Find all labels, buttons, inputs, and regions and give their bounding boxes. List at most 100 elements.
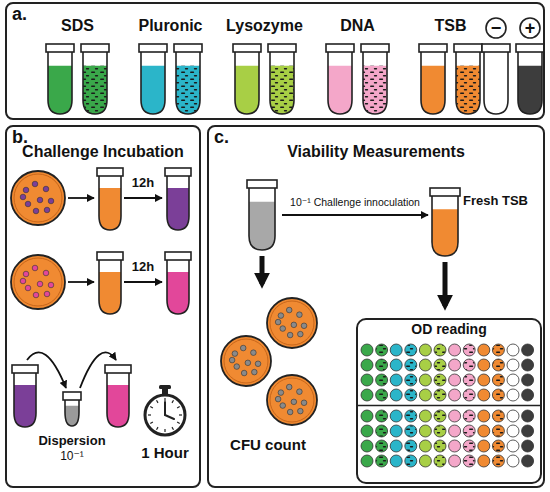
- tube-liquid: [421, 66, 445, 114]
- bacteria-pattern: [363, 66, 387, 114]
- tube-cap: [326, 44, 354, 52]
- stopwatch-tick: [164, 398, 165, 401]
- plate-rim: [270, 378, 314, 422]
- colony: [286, 384, 292, 390]
- colony: [291, 322, 297, 328]
- well: [405, 455, 417, 467]
- well: [405, 344, 417, 356]
- tube-cap: [12, 365, 38, 373]
- well: [390, 344, 402, 356]
- well: [478, 455, 490, 467]
- agar-plate: [267, 298, 317, 348]
- bacteria-pattern: [435, 375, 446, 386]
- well: [405, 359, 417, 371]
- control-sign: −: [491, 19, 502, 37]
- colony: [291, 399, 297, 405]
- petri-dish: [221, 336, 271, 386]
- test-tube: [268, 44, 296, 114]
- well: [449, 359, 461, 371]
- panel-label: OD reading: [411, 321, 486, 337]
- test-tube: [430, 188, 460, 256]
- well: [419, 359, 431, 371]
- agar-plate: [11, 255, 65, 309]
- well: [434, 440, 446, 452]
- tube-liquid: [235, 66, 259, 114]
- well: [449, 455, 461, 467]
- tube-outline: [141, 52, 165, 114]
- well: [405, 410, 417, 422]
- tube-cap: [233, 44, 261, 52]
- well: [376, 425, 388, 437]
- bacteria-pattern: [405, 390, 416, 401]
- bacteria-pattern: [376, 360, 387, 371]
- colony: [44, 291, 50, 297]
- bacteria-pattern: [376, 375, 387, 386]
- stopwatch-hand: [164, 402, 166, 415]
- well: [390, 410, 402, 422]
- tube-cap: [454, 44, 482, 52]
- well: [522, 359, 534, 371]
- test-tube: [105, 365, 131, 427]
- well: [463, 359, 475, 371]
- test-tube: [97, 252, 123, 314]
- well: [507, 374, 519, 386]
- test-tube: [454, 44, 482, 114]
- well: [419, 440, 431, 452]
- bacteria-pattern: [405, 375, 416, 386]
- stopwatch-button: [159, 385, 171, 389]
- colony: [287, 409, 293, 415]
- colony: [252, 369, 258, 375]
- panel-label: c.: [214, 127, 229, 148]
- test-tube: [165, 168, 191, 230]
- tube-liquid: [48, 66, 72, 114]
- circle-shape: [486, 18, 506, 38]
- well: [376, 455, 388, 467]
- test-tube: [174, 44, 202, 114]
- colony: [278, 313, 284, 319]
- tube-outline: [456, 52, 480, 114]
- colony: [23, 187, 29, 193]
- well: [492, 455, 504, 467]
- tube-cap: [419, 44, 447, 52]
- test-tube: [326, 44, 354, 114]
- bacteria-pattern: [405, 456, 416, 467]
- well: [361, 389, 373, 401]
- tube-outline: [249, 188, 275, 250]
- well: [507, 410, 519, 422]
- agar-plate: [267, 375, 317, 425]
- bacteria-pattern: [376, 411, 387, 422]
- tube-cap: [482, 44, 510, 52]
- bacteria-pattern: [83, 66, 107, 114]
- bacteria-pattern: [405, 411, 416, 422]
- reagent-label: DNA: [340, 17, 375, 35]
- well: [522, 410, 534, 422]
- colony: [37, 281, 43, 287]
- colony: [240, 345, 246, 351]
- bacteria-pattern: [493, 375, 504, 386]
- tube-liquid: [99, 272, 121, 314]
- well: [449, 389, 461, 401]
- panel-heading: Challenge Incubation: [22, 143, 184, 161]
- test-tube: [81, 44, 109, 114]
- plate-rim: [270, 301, 314, 345]
- control-circle: −: [485, 17, 507, 39]
- tube-cap: [139, 44, 167, 52]
- tube-outline: [518, 52, 542, 114]
- tube-liquid: [363, 66, 387, 114]
- tube-outline: [107, 373, 129, 427]
- colony: [43, 186, 49, 192]
- thick-arrow: [443, 262, 448, 306]
- tube-outline: [167, 260, 189, 314]
- test-tube: [63, 392, 81, 426]
- tube-liquid: [167, 188, 189, 230]
- tube-cap: [165, 168, 191, 176]
- well: [361, 455, 373, 467]
- bacteria-pattern: [464, 426, 475, 437]
- bacteria-pattern: [464, 456, 475, 467]
- bacteria-pattern: [493, 345, 504, 356]
- well: [434, 455, 446, 467]
- well: [419, 455, 431, 467]
- test-tube: [233, 44, 261, 114]
- tube-label: Fresh TSB: [463, 194, 528, 209]
- well: [405, 440, 417, 452]
